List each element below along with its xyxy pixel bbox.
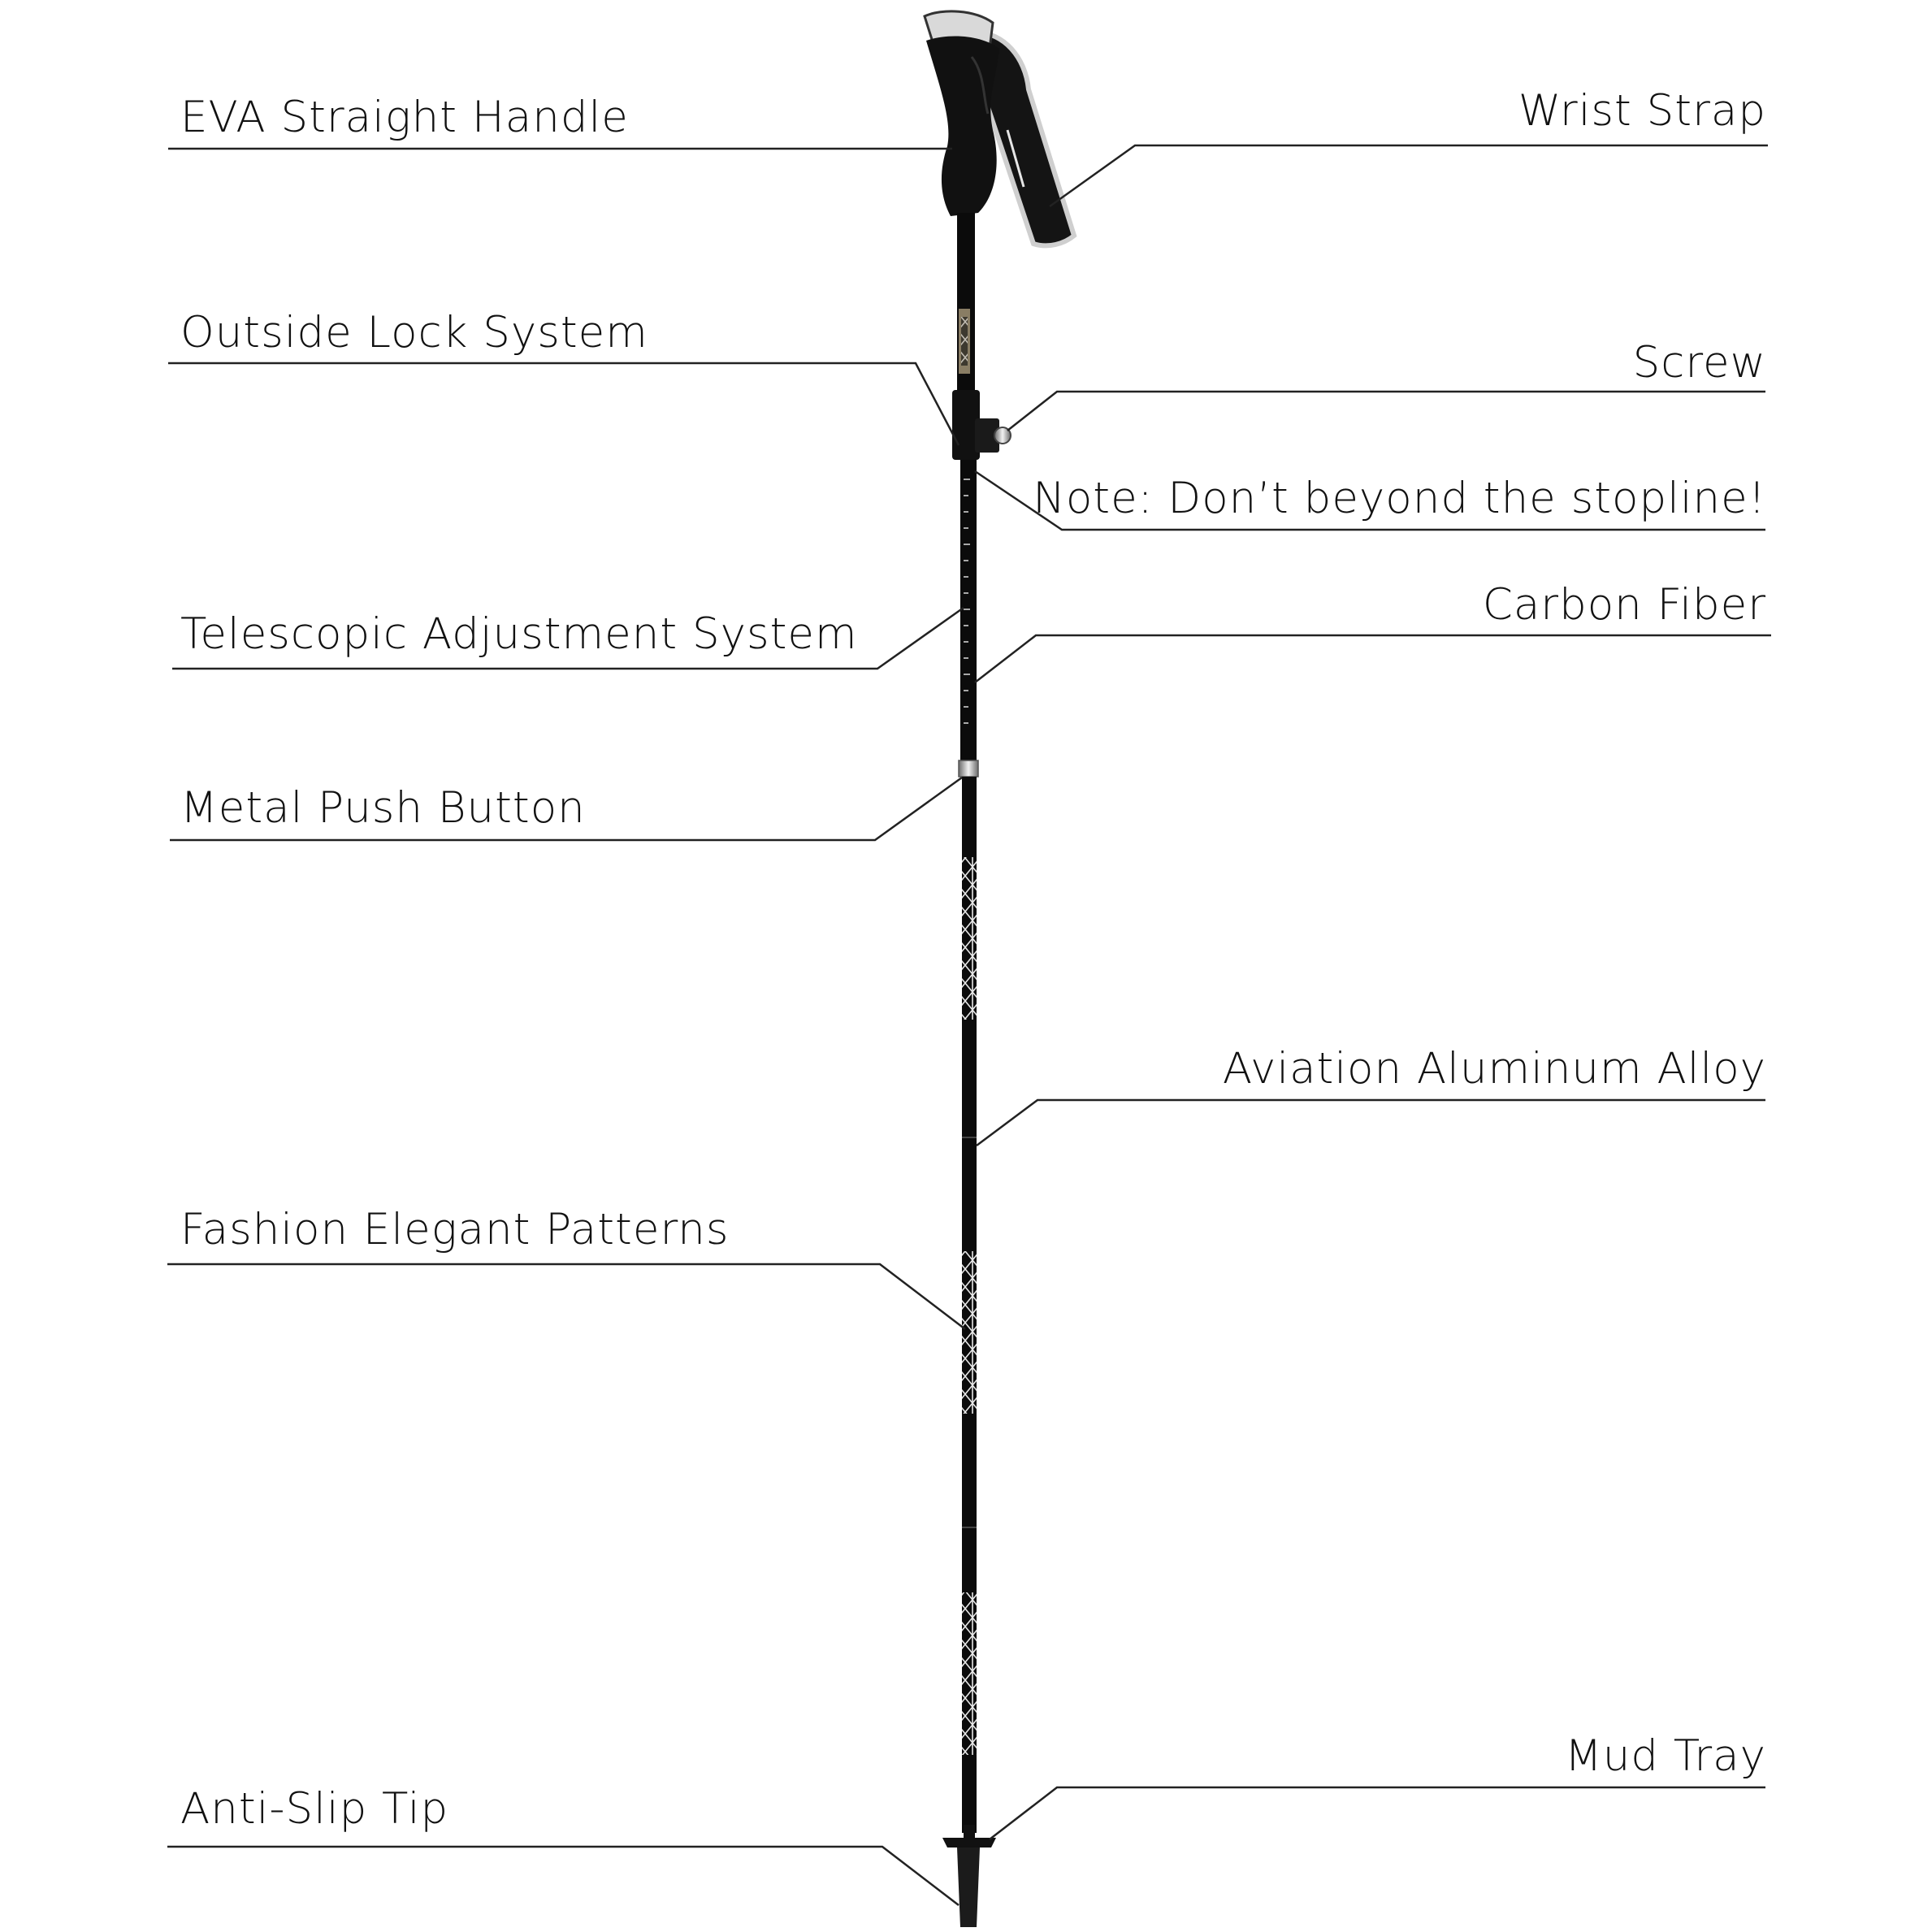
anti-slip-tip-graphic — [957, 1848, 980, 1927]
leader-carbon-fiber — [974, 634, 1771, 683]
leader-metal-push-button — [170, 776, 963, 842]
leader-lines — [167, 144, 1771, 1906]
push-button-graphic — [958, 760, 979, 778]
leader-stopline-note — [974, 470, 1765, 531]
label-metal-push-button: Metal Push Button — [180, 783, 586, 833]
eva-handle-graphic — [923, 10, 999, 217]
leader-wrist-strap — [1049, 144, 1768, 208]
screw-graphic — [994, 427, 1011, 444]
leader-screw — [1007, 390, 1765, 431]
leader-aviation-aluminum-alloy — [976, 1098, 1765, 1147]
label-fashion-elegant-patterns: Fashion Elegant Patterns — [180, 1205, 730, 1254]
leader-anti-slip-tip — [167, 1845, 960, 1906]
label-wrist-strap: Wrist Strap — [1518, 86, 1766, 136]
label-mud-tray: Mud Tray — [1564, 1731, 1766, 1781]
label-screw: Screw — [1632, 338, 1766, 388]
mud-tray-graphic — [942, 1838, 996, 1848]
pattern-band-2 — [962, 1251, 977, 1414]
middle-shaft — [960, 460, 977, 760]
label-aviation-aluminum-alloy: Aviation Aluminum Alloy — [1222, 1044, 1766, 1094]
pattern-band-3 — [962, 1592, 977, 1755]
leader-mud-tray — [989, 1786, 1765, 1840]
label-eva-straight-handle: EVA Straight Handle — [180, 93, 629, 142]
label-stopline-note: Note: Don’t beyond the stopline! — [1033, 474, 1766, 523]
label-outside-lock-system: Outside Lock System — [180, 308, 648, 357]
pattern-band-1 — [962, 857, 977, 1020]
label-anti-slip-tip: Anti-Slip Tip — [180, 1784, 449, 1834]
label-carbon-fiber: Carbon Fiber — [1482, 580, 1766, 630]
wrist-strap-graphic — [973, 29, 1077, 249]
label-telescopic-adjustment-system: Telescopic Adjustment System — [180, 609, 858, 659]
leader-fashion-elegant-patterns — [167, 1263, 966, 1330]
trekking-pole — [923, 10, 1077, 1927]
leader-telescopic-adjustment-system — [172, 606, 964, 670]
leader-outside-lock-system — [168, 362, 960, 446]
outside-lock-graphic — [952, 390, 1011, 460]
